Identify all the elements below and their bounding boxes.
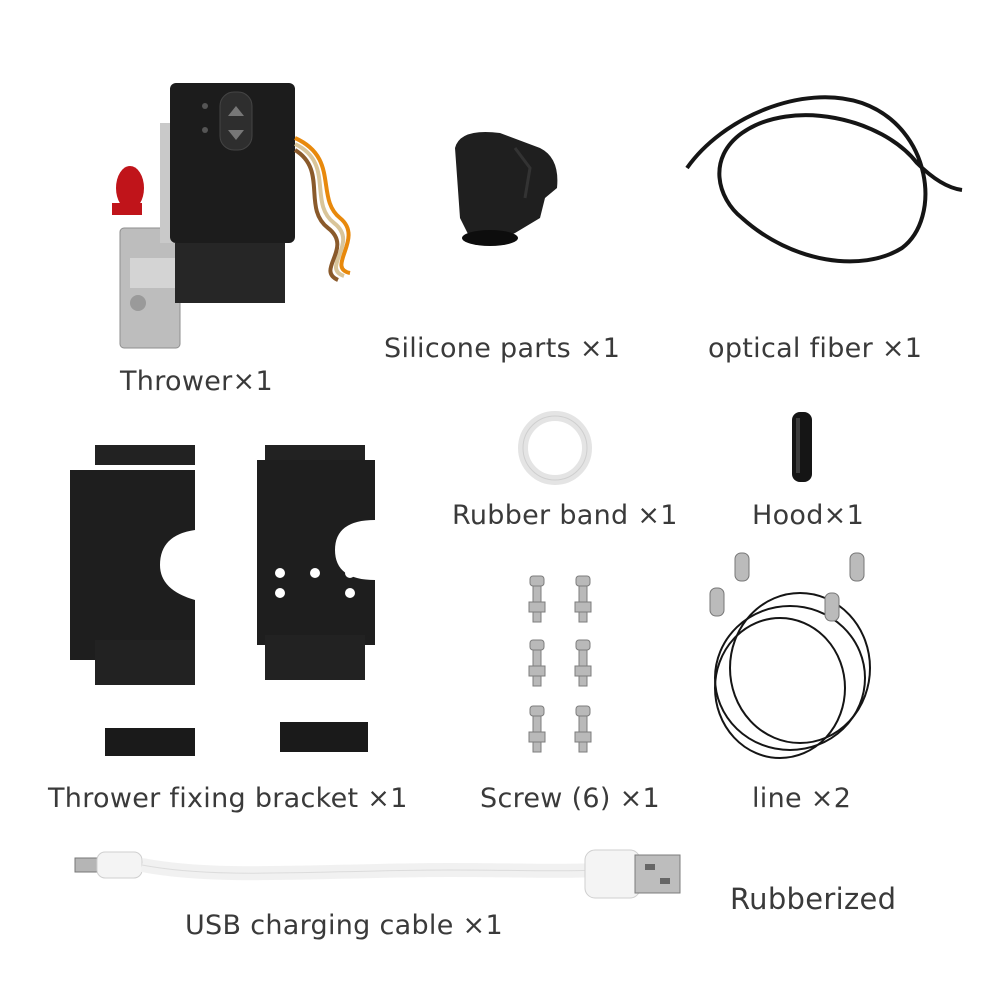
- screw-label: Screw (6) ×1: [480, 783, 660, 814]
- usb-label: USB charging cable ×1: [185, 910, 503, 941]
- lines-image: [700, 548, 890, 768]
- silicone-label: Silicone parts ×1: [384, 333, 621, 364]
- rubber-band-label: Rubber band ×1: [452, 500, 678, 531]
- thrower-image: [100, 78, 360, 353]
- rubber-band-image: [515, 408, 595, 488]
- bracket-label: Thrower fixing bracket ×1: [48, 783, 408, 814]
- screws-image: [518, 572, 603, 762]
- hood-image: [790, 410, 814, 485]
- hood-label: Hood×1: [752, 500, 865, 531]
- silicone-part-image: [445, 128, 565, 248]
- usb-cable-image: [70, 840, 690, 910]
- rubberized-label: Rubberized: [730, 882, 897, 916]
- fiber-label: optical fiber ×1: [708, 333, 923, 364]
- fixing-bracket-image: [65, 440, 385, 760]
- line-label: line ×2: [752, 783, 852, 814]
- thrower-label: Thrower×1: [120, 366, 273, 397]
- optical-fiber-image: [682, 78, 967, 268]
